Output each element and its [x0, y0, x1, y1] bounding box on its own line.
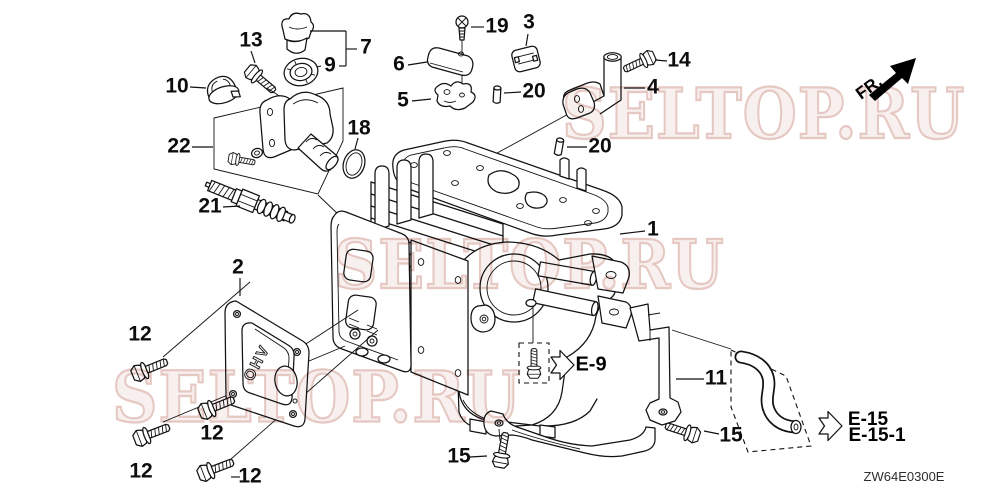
- ref-label-E-15-1: E-15-1: [848, 425, 905, 446]
- part-label-7: 7: [360, 36, 372, 59]
- leader-line: [469, 455, 488, 458]
- fr-label: FR.: [852, 72, 885, 103]
- leader-line: [189, 86, 207, 89]
- leader-line: [619, 230, 646, 235]
- leader-line: [222, 205, 241, 208]
- o-ring: [342, 149, 366, 179]
- breather-valve-bracket: [434, 81, 476, 111]
- e15-ref-arrow-icon: [818, 410, 843, 442]
- part-label-3: 3: [523, 11, 535, 34]
- part-label-19: 19: [485, 15, 508, 38]
- part-label-15: 15: [447, 445, 471, 468]
- fr-arrow-icon: [869, 58, 916, 101]
- part-label-12: 12: [238, 465, 261, 488]
- part-label-22: 22: [167, 135, 190, 158]
- dowel-pin-upper: [492, 85, 502, 105]
- part-label-12: 12: [200, 422, 223, 445]
- ref-label-E-9: E-9: [575, 353, 606, 375]
- leader-line: [503, 91, 522, 94]
- part-label-12: 12: [129, 460, 152, 483]
- water-hose: [734, 350, 802, 435]
- part-label-13: 13: [239, 29, 262, 52]
- part-label-1: 1: [647, 218, 659, 241]
- leader-line: [407, 61, 428, 66]
- cover-bolt-3: [130, 418, 173, 449]
- part-label-20: 20: [522, 80, 545, 103]
- part-label-12: 12: [128, 323, 151, 346]
- leader-line: [654, 59, 668, 62]
- plate-holes: [410, 150, 600, 226]
- leader-line: [354, 137, 359, 150]
- breather-plate: [426, 47, 474, 76]
- diagram-code: ZW64E0300E: [864, 469, 945, 484]
- clamp-block: [511, 45, 541, 73]
- part-label-9: 9: [324, 54, 336, 77]
- ref-label-E-15: E-15: [848, 409, 889, 430]
- part-label-6: 6: [393, 53, 405, 76]
- spark-plug: [204, 179, 296, 224]
- part-label-10: 10: [165, 75, 188, 98]
- part-label-11: 11: [705, 367, 728, 390]
- leader-line: [316, 65, 322, 68]
- leader-line: [250, 50, 256, 64]
- leader-line: [703, 430, 720, 435]
- thermostat-housing-kit: [213, 87, 344, 217]
- screw-and-plates: [426, 15, 476, 111]
- thermostat-seal-ring: [283, 57, 319, 87]
- part-label-20: 20: [588, 135, 611, 158]
- valve-cover: OHV: [224, 300, 310, 428]
- part-label-15: 15: [719, 424, 743, 447]
- sealing-cap: [206, 75, 241, 105]
- part-label-14: 14: [667, 49, 691, 72]
- water-hose-callout: [671, 329, 843, 453]
- leader-line: [525, 33, 529, 47]
- pipe-bolt: [620, 47, 659, 78]
- thermostat-cover: [281, 12, 315, 54]
- part-label-18: 18: [347, 117, 371, 140]
- cylinder-head-face: [330, 210, 412, 373]
- fr-direction: FR.: [852, 58, 916, 103]
- cover-bolt-1: [128, 352, 171, 384]
- dowel-pin-lower: [553, 136, 565, 157]
- part-label-5: 5: [397, 89, 409, 112]
- stay-bracket: [483, 303, 682, 458]
- part-label-2: 2: [232, 256, 244, 279]
- stay-bolt-1: [490, 430, 515, 470]
- leader-line: [411, 98, 432, 102]
- drain-bolt-callout: [518, 342, 575, 384]
- pan-screw: [455, 15, 469, 41]
- cylinder-block: [330, 139, 633, 439]
- part-label-21: 21: [198, 195, 222, 218]
- cover-bolt-4: [194, 453, 237, 484]
- part-label-4: 4: [647, 76, 659, 99]
